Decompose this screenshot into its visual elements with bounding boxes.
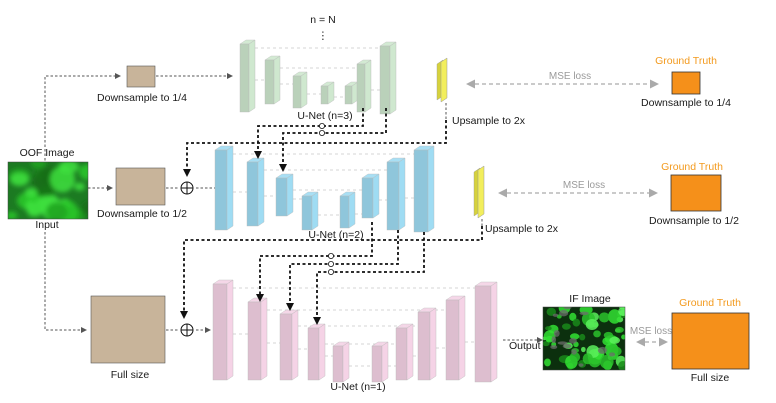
unet1-layer-6 xyxy=(371,341,389,383)
unet3-layer-7 xyxy=(379,41,397,115)
oof-image-label: OOF Image xyxy=(20,147,75,159)
upsample-top-to-mid-arrow xyxy=(183,120,447,177)
unet2-layer-6 xyxy=(361,173,380,219)
ground-truth-half-box xyxy=(670,174,722,212)
ground-truth-quarter-box xyxy=(671,71,701,95)
unet2-layer-5 xyxy=(339,191,356,229)
gt-downsample-half-label: Downsample to 1/2 xyxy=(649,215,739,227)
gt-full-size-label: Full size xyxy=(691,372,730,384)
skip-2-to-1-a xyxy=(256,222,373,302)
skip-cross-icon-3 xyxy=(327,252,334,259)
upsample-mid-label: Upsample to 2x xyxy=(485,223,559,235)
unet1-layer-9 xyxy=(445,295,466,381)
upsample-bar-top xyxy=(436,57,448,103)
mse-loss-label-bottom: MSE loss xyxy=(630,326,672,337)
n-equals-n-label: n = N xyxy=(310,14,335,26)
unet3-layer-2 xyxy=(264,55,281,105)
skip-cross-icon-4 xyxy=(327,260,334,267)
input-label: Input xyxy=(35,219,58,231)
ground-truth-top-label: Ground Truth xyxy=(655,55,717,67)
ellipsis-label: ⋮ xyxy=(318,30,329,42)
full-size-box xyxy=(90,295,166,364)
unet3-layer-5 xyxy=(344,81,359,105)
unet3-layer-6 xyxy=(356,59,372,113)
unet2-layer-3 xyxy=(275,173,294,217)
downsample-quarter-box xyxy=(126,65,156,88)
unet-n2 xyxy=(214,145,435,233)
unet1-layer-5 xyxy=(332,341,350,383)
upsample-top-label: Upsample to 2x xyxy=(452,115,526,127)
unet1-layer-7 xyxy=(395,323,414,381)
concat-plus-icon-bottom xyxy=(180,323,194,337)
unet3-label: U-Net (n=3) xyxy=(297,110,352,122)
unet1-layer-8 xyxy=(417,307,437,381)
ground-truth-full-box xyxy=(671,312,750,370)
downsample-half-label: Downsample to 1/2 xyxy=(97,208,187,220)
unet-n1 xyxy=(212,279,498,383)
skip-3-to-2-b xyxy=(279,108,387,172)
unet2-layer-8 xyxy=(413,145,435,233)
downsample-half-box xyxy=(115,167,166,206)
output-label: Output xyxy=(509,340,541,352)
unet2-label: U-Net (n=2) xyxy=(308,229,363,241)
unet2-layer-1 xyxy=(214,145,234,231)
if-image-label: IF Image xyxy=(569,293,611,305)
if-image xyxy=(542,306,626,371)
gt-downsample-quarter-label: Downsample to 1/4 xyxy=(641,97,731,109)
unet1-label: U-Net (n=1) xyxy=(330,381,385,393)
unet-n3 xyxy=(239,39,397,115)
ground-truth-bottom-label: Ground Truth xyxy=(679,297,741,309)
unet1-layer-2 xyxy=(247,297,268,381)
mse-loss-label-mid: MSE loss xyxy=(563,180,605,191)
unet2-layer-2 xyxy=(246,157,265,227)
skip-cross-icon-2 xyxy=(318,129,325,136)
unet2-layer-4 xyxy=(301,191,319,231)
skip-cross-icon-5 xyxy=(327,268,334,275)
skip-2-to-1-c xyxy=(313,232,425,325)
downsample-quarter-label: Downsample to 1/4 xyxy=(97,92,187,104)
upsample-bar-mid xyxy=(473,165,485,219)
unet3-layer-1 xyxy=(239,39,256,113)
unet1-layer-1 xyxy=(212,279,234,381)
skip-cross-icon-1 xyxy=(318,123,325,130)
mse-loss-label-top: MSE loss xyxy=(549,71,591,82)
skip-3-to-2-a xyxy=(254,108,364,159)
input-to-full-line xyxy=(44,232,87,333)
unet1-layer-4 xyxy=(307,323,326,381)
unet3-layer-3 xyxy=(292,71,308,109)
full-size-label: Full size xyxy=(111,369,150,381)
unet3-layer-4 xyxy=(320,81,335,105)
unet2-layer-7 xyxy=(386,157,406,231)
concat-plus-icon-mid xyxy=(180,181,194,195)
unet1-layer-10 xyxy=(474,281,498,383)
skip-2-to-1-b xyxy=(286,230,399,311)
unet1-layer-3 xyxy=(279,309,299,381)
ground-truth-mid-label: Ground Truth xyxy=(661,161,723,173)
oof-image xyxy=(7,161,89,220)
upsample-mid-to-bottom-arrow xyxy=(180,226,483,319)
